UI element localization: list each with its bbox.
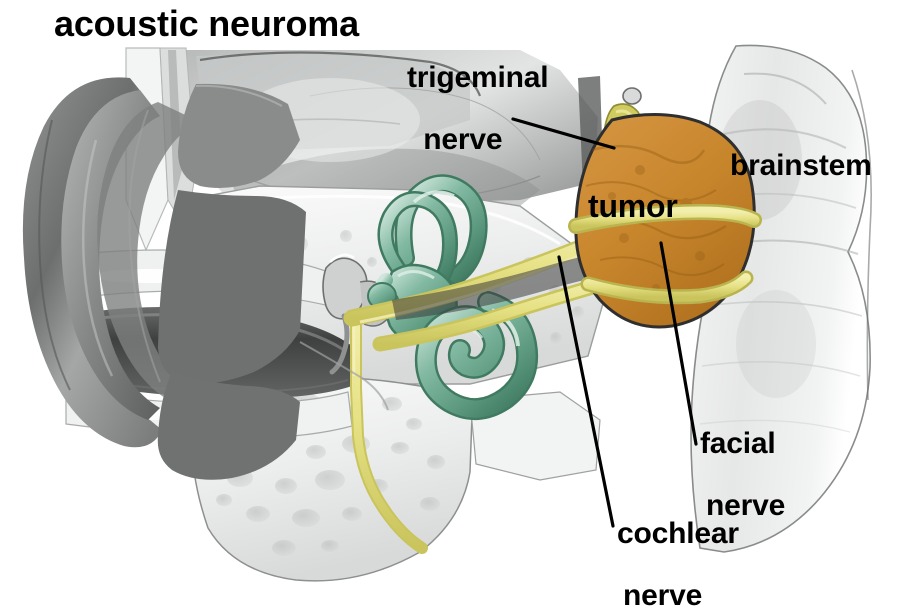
facial-nerve-descending: [352, 314, 426, 552]
tympanic-membrane-line: [299, 341, 389, 411]
pinna-antihelix: [61, 90, 160, 420]
leader-lines-group: [511, 117, 698, 528]
tumor-group: [568, 113, 762, 329]
pinna-tragus-area: [178, 83, 300, 188]
label-brainstem: brainstem: [730, 149, 872, 182]
pinna-edge-shade: [38, 119, 71, 391]
label-trigeminal-line2: nerve: [423, 123, 503, 157]
brainstem-texture-5: [705, 300, 863, 317]
vestibule-highlight: [397, 270, 435, 280]
pinna-group: [22, 77, 306, 480]
label-facial-line2: nerve: [706, 489, 786, 523]
brainstem-texture-6: [701, 360, 861, 377]
brainstem-outer-edge: [851, 69, 872, 401]
cochlear-leader-line: [557, 255, 615, 528]
canal-highlight-sc: [412, 190, 455, 204]
label-cochlear-line2: nerve: [623, 579, 703, 612]
pinna-helix: [22, 77, 162, 448]
brainstem-texture-2: [723, 128, 847, 149]
brainstem-shadow-patch-2: [736, 290, 816, 398]
malleus-handle: [329, 313, 350, 375]
label-cochlear-line1: cochlear: [617, 517, 739, 550]
brainstem-texture-1: [743, 72, 827, 105]
cranial-tissue-group: [186, 50, 604, 210]
trigeminal-leader-line: [511, 117, 616, 150]
pinna-fold-line: [128, 109, 161, 383]
tumor-nerve-band-lower: [583, 273, 751, 302]
brainstem-texture-7: [699, 419, 851, 433]
label-cochlear-nerve: cochlear nerve: [617, 518, 739, 612]
facial-nerve-descending-group: [350, 312, 428, 554]
label-tumor: tumor: [588, 188, 678, 224]
posterior-semicircular-canal: [380, 193, 456, 294]
pinna-concha: [97, 102, 200, 404]
label-facial-line1: facial: [700, 427, 776, 460]
label-facial-nerve: facial nerve: [700, 428, 785, 522]
label-trigeminal-line1: trigeminal: [407, 61, 549, 94]
figure-title: acoustic neuroma: [54, 3, 359, 44]
trigeminal-root-node: [622, 87, 642, 105]
pinna-concha-bowl: [158, 190, 306, 384]
ossicle-highlight: [329, 253, 355, 263]
facial-leader-line: [659, 241, 698, 446]
jugular-bone-wedge: [469, 391, 601, 481]
superior-semicircular-canal: [397, 176, 486, 283]
earlobe: [157, 372, 300, 480]
pinna-inner-highlight: [81, 139, 114, 377]
tumor-nerve-band-upper: [570, 206, 760, 232]
label-trigeminal-nerve: trigeminal nerve: [407, 61, 549, 157]
brain-sulcus-1: [199, 51, 482, 97]
pinna-top-attach: [195, 84, 283, 107]
